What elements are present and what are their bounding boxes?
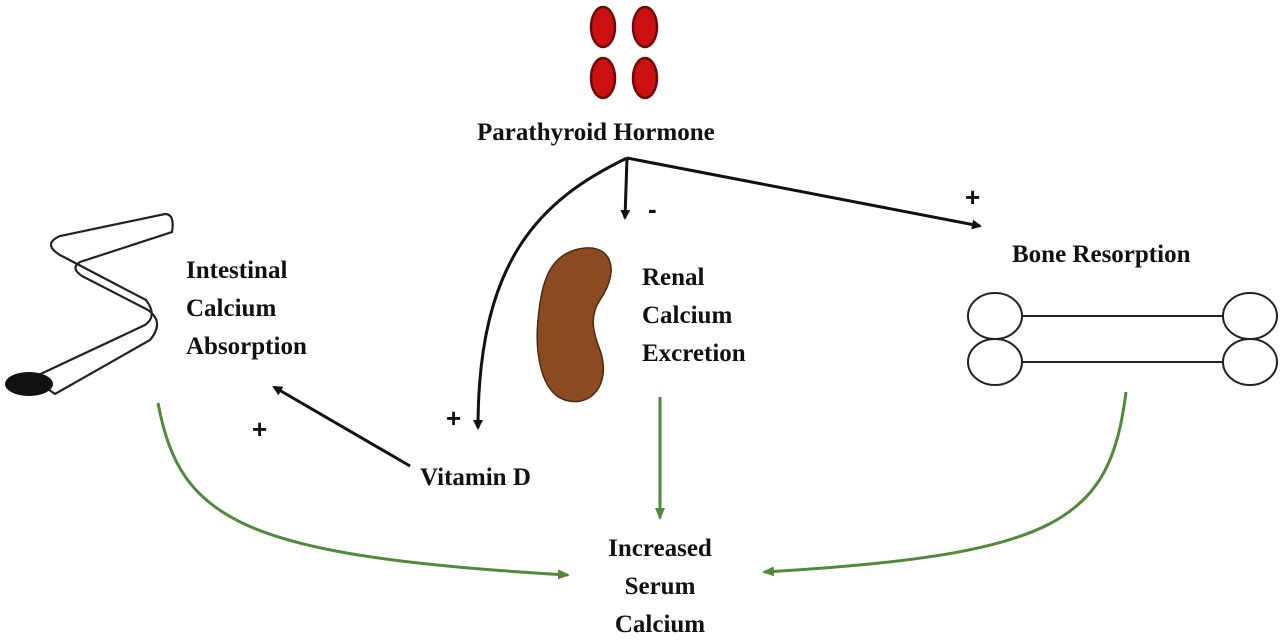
renal-excretion-label: Renal Calcium Excretion — [642, 259, 746, 373]
bone-icon — [967, 292, 1278, 386]
arrow-intestine-to-serum — [156, 402, 570, 580]
arrow-pth-to-vitd — [473, 156, 628, 430]
intestine-icon — [5, 212, 174, 396]
label-line: Excretion — [642, 340, 746, 367]
label-line: Increased — [608, 535, 712, 562]
label-line: Calcium — [186, 295, 277, 322]
label-line: Calcium — [642, 302, 733, 329]
serum-calcium-label: Increased Serum Calcium — [580, 530, 740, 644]
pth-label: Parathyroid Hormone — [477, 119, 715, 146]
sign-pth-bone: + — [965, 182, 981, 212]
sign-pth-vitd: + — [446, 403, 462, 433]
gland — [589, 56, 617, 100]
label-line: Renal — [642, 264, 705, 291]
vitamin-d-label: Vitamin D — [420, 464, 531, 491]
label-line: Serum — [624, 573, 696, 600]
label-line: Calcium — [614, 611, 706, 638]
sign-pth-renal: - — [648, 194, 657, 224]
arrow-vitd-to-intestine — [272, 385, 411, 468]
intestinal-absorption-label: Intestinal Calcium Absorption — [186, 252, 307, 366]
label-line: Absorption — [186, 333, 307, 360]
arrow-pth-to-renal — [620, 157, 631, 220]
intestine-end — [5, 372, 53, 396]
arrow-pth-to-bone — [626, 156, 982, 230]
gland — [631, 56, 659, 100]
gland — [631, 5, 659, 49]
gland — [589, 5, 617, 49]
arrow-bone-to-serum — [762, 391, 1128, 577]
bone-resorption-label: Bone Resorption — [1012, 241, 1191, 268]
kidney-icon — [536, 247, 612, 403]
sign-vitd-intestine: + — [252, 414, 268, 444]
serum-arrows — [156, 391, 1128, 580]
pth-arrows — [272, 156, 982, 468]
parathyroid-glands-icon — [589, 5, 659, 100]
label-line: Intestinal — [186, 257, 288, 284]
